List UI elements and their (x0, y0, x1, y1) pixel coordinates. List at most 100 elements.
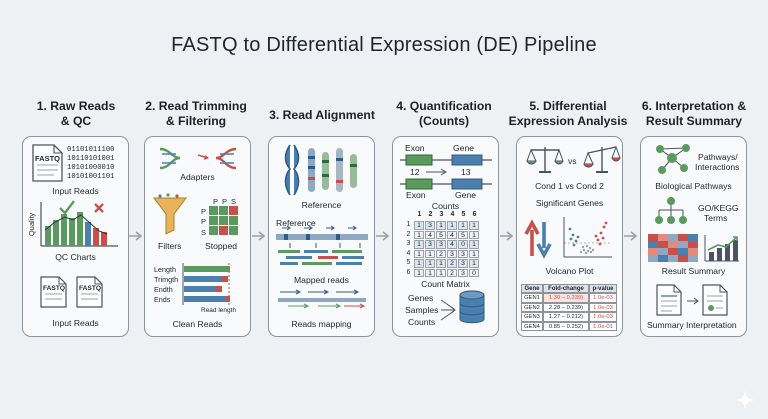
step6-heading-line2: Result Summary (645, 114, 743, 128)
qc-chart (40, 200, 118, 247)
adapter-trim-icon (159, 147, 237, 170)
arrow-right-icon (500, 231, 514, 241)
mapped-reads-label: Mapped reads (294, 275, 349, 285)
arrow-right-icon (376, 231, 390, 241)
step5-heading-line1: 5. Differential (529, 99, 607, 113)
filter-funnel-icon (153, 193, 187, 235)
length-bar-label: Endth (154, 285, 173, 294)
fastq-b-label: FASTQ (79, 285, 101, 292)
significant-genes-label: Significant Genes (535, 198, 604, 208)
de-table-gene: GEN2 (521, 302, 543, 313)
go-kegg-label: GO/KEGG (698, 203, 739, 213)
matrix-cell: 1 (425, 259, 435, 268)
length-bar-label: Trimgth (154, 275, 179, 284)
de-table-foldchange: 1.27 – 0.212) (543, 312, 589, 322)
network-icon (656, 144, 690, 174)
de-table-gene: GEN1 (521, 293, 543, 303)
input-reads-label: Input Reads (52, 186, 99, 196)
matrix-cell: 5 (436, 230, 446, 239)
matrix-cell: 3 (458, 268, 468, 277)
matrix-cell: 0 (458, 240, 468, 249)
matrix-cell: 5 (458, 230, 468, 239)
matrix-cell: 3 (425, 240, 435, 249)
matrix-cell: 3 (458, 259, 468, 268)
matrix-cell: 1 (469, 259, 479, 268)
matrix-cell: 1 (414, 268, 424, 277)
matrix-cell: 1 (436, 221, 446, 230)
matrix-cell: 1 (414, 259, 424, 268)
volcano-plot-label: Volcano Plot (545, 266, 594, 276)
page-title: FASTQ to Differential Expression (DE) Pi… (171, 34, 597, 56)
database-icon (459, 290, 485, 324)
grid-row-letter: P (201, 217, 207, 226)
step3-heading-line1: 3. Read Alignment (269, 108, 375, 122)
de-table-gene: GEN3 (521, 312, 543, 322)
matrix-cell: 2 (447, 268, 457, 277)
matrix-row-id: 6 (406, 268, 411, 276)
counts-item-label: Counts (408, 317, 436, 327)
matrix-row-id: 5 (406, 259, 411, 266)
gene-label: Gene (453, 143, 475, 153)
matrix-cell: 4 (447, 240, 457, 249)
quality-grid (209, 206, 238, 235)
matrix-col-header: 5 (461, 211, 466, 218)
reference-label: Reference (301, 200, 342, 210)
matrix-cell: 1 (414, 221, 424, 230)
matrix-cell: 1 (414, 249, 424, 258)
go-kegg-label: Terms (704, 213, 728, 223)
length-bar-label: Length (154, 265, 176, 274)
samples-label: Samples (405, 305, 439, 315)
arrow-right-icon (129, 231, 143, 241)
de-table-pvalue: 1.0e-03 (589, 302, 617, 313)
matrix-cell: 3 (458, 249, 468, 258)
merge-arrows-icon (440, 299, 456, 321)
matrix-cell: 1 (425, 249, 435, 258)
balance-scale-icon (583, 145, 621, 173)
hierarchy-icon (655, 197, 687, 224)
matrix-cell: 1 (469, 230, 479, 239)
gene-label: Gene (455, 190, 477, 200)
step3-heading: 3. Read Alignment (262, 108, 382, 123)
matrix-cell: 1 (414, 240, 424, 249)
grid-row-letter: P (201, 207, 207, 216)
matrix-cell: 1 (436, 268, 446, 277)
de-table-foldchange: 0.85 – 0.252) (543, 321, 589, 331)
matrix-cell: 3 (447, 249, 457, 258)
chromosome-icon (284, 144, 357, 196)
pathways-interactions-label: Pathways/ (698, 152, 738, 162)
step4-heading: 4. Quantification (Counts) (388, 99, 500, 129)
counts-label: Counts (431, 201, 460, 211)
biological-pathways-label: Biological Pathways (655, 181, 732, 191)
count-number: 12 (410, 167, 420, 177)
step2-heading-line2: & Filtering (165, 114, 227, 128)
reads-mapping-label: Reads mapping (291, 319, 352, 329)
input-reads-label: Input Reads (52, 318, 99, 328)
step6-heading-line1: 6. Interpretation & (641, 99, 747, 113)
de-table-pvalue: 1.0e-03 (589, 312, 617, 322)
quality-axis-label: Quality (27, 212, 37, 237)
grid-col-letter: S (231, 197, 237, 206)
matrix-cell: 1 (447, 221, 457, 230)
grid-row-letter: S (201, 228, 207, 237)
step2-heading-line1: 2. Read Trimming (145, 99, 247, 113)
step2-panel (144, 136, 251, 337)
matrix-col-header: 3 (439, 211, 444, 218)
interpretation-label: Interpretation (686, 320, 737, 330)
matrix-cell: 2 (436, 249, 446, 258)
step2-heading: 2. Read Trimming & Filtering (138, 99, 254, 129)
matrix-cell: 4 (447, 230, 457, 239)
step5-heading: 5. Differential Expression Analysis (503, 99, 633, 129)
matrix-col-header: 1 (417, 211, 422, 218)
de-table-header: Gene (521, 284, 543, 294)
grid-col-letter: P (222, 197, 228, 206)
volcano-plot (563, 217, 612, 258)
arrow-right-icon (252, 231, 266, 241)
binary-line: 10101000010 (67, 164, 115, 172)
filters-label: Filters (158, 241, 182, 251)
de-table-gene: GEN4 (521, 321, 543, 331)
matrix-col-header: 2 (428, 211, 433, 218)
binary-line: 10101001101 (67, 173, 115, 181)
grid-col-letter: P (213, 197, 219, 206)
stopped-label: Stopped (205, 241, 238, 251)
binary-line: 10110101001 (67, 155, 115, 163)
